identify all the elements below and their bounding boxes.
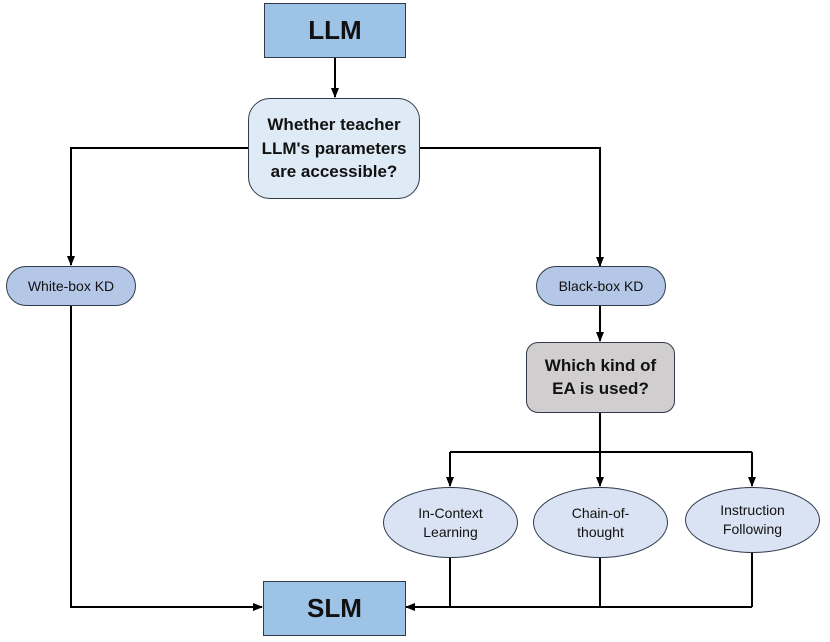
arrow-whitebox-to-slm: [70, 306, 263, 611]
ea-question-node: Which kind of EA is used?: [526, 342, 675, 413]
slm-label: SLM: [307, 593, 362, 623]
arrow-question-to-whitebox: [67, 147, 248, 266]
in-context-learning-node: In-Context Learning: [383, 487, 518, 558]
access-question-node: Whether teacher LLM's parameters are acc…: [248, 98, 420, 199]
in-context-learning-label: In-Context Learning: [418, 504, 483, 540]
chain-of-thought-label: Chain-of- thought: [571, 504, 630, 540]
access-question-label: Whether teacher LLM's parameters are acc…: [261, 114, 407, 182]
instruction-following-node: Instruction Following: [685, 487, 820, 553]
slm-node: SLM: [263, 581, 406, 636]
llm-label: LLM: [308, 15, 362, 45]
arrow-question-to-blackbox: [420, 147, 604, 267]
white-box-kd-label: White-box KD: [27, 278, 115, 294]
black-box-kd-node: Black-box KD: [536, 266, 666, 306]
instruction-following-label: Instruction Following: [720, 502, 785, 537]
black-box-kd-label: Black-box KD: [558, 278, 644, 294]
white-box-kd-node: White-box KD: [6, 266, 136, 306]
llm-node: LLM: [264, 3, 406, 58]
chain-of-thought-node: Chain-of- thought: [533, 487, 668, 558]
ea-question-label: Which kind of EA is used?: [544, 355, 657, 398]
